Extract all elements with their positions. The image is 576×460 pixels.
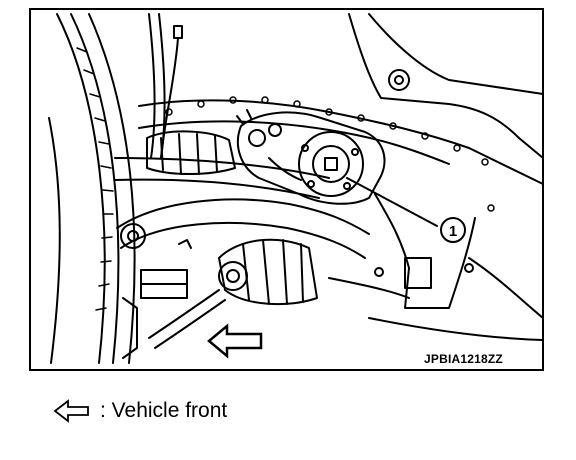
actuator-motor <box>236 109 386 205</box>
hollow-left-arrow-icon <box>52 398 92 424</box>
vehicle-front-arrow-icon <box>207 323 263 359</box>
subframe <box>138 13 544 185</box>
bracket <box>140 239 192 299</box>
callout-number: 1 <box>449 223 457 240</box>
legend: : Vehicle front <box>52 396 227 426</box>
callout-leader <box>346 177 438 227</box>
figure-code: JPBIA1218ZZ <box>424 352 503 366</box>
diagram-figure: 1 JPBIA1218ZZ <box>29 8 544 371</box>
brake-hose <box>148 13 183 159</box>
lower-hose <box>122 289 226 359</box>
knuckle <box>328 193 544 341</box>
legend-text: : Vehicle front <box>100 399 228 422</box>
rivet-row <box>165 96 495 212</box>
upper-boot <box>146 130 236 175</box>
drive-shaft-boot <box>218 238 318 306</box>
callout-circle <box>440 217 466 243</box>
brake-rotor <box>48 13 136 364</box>
